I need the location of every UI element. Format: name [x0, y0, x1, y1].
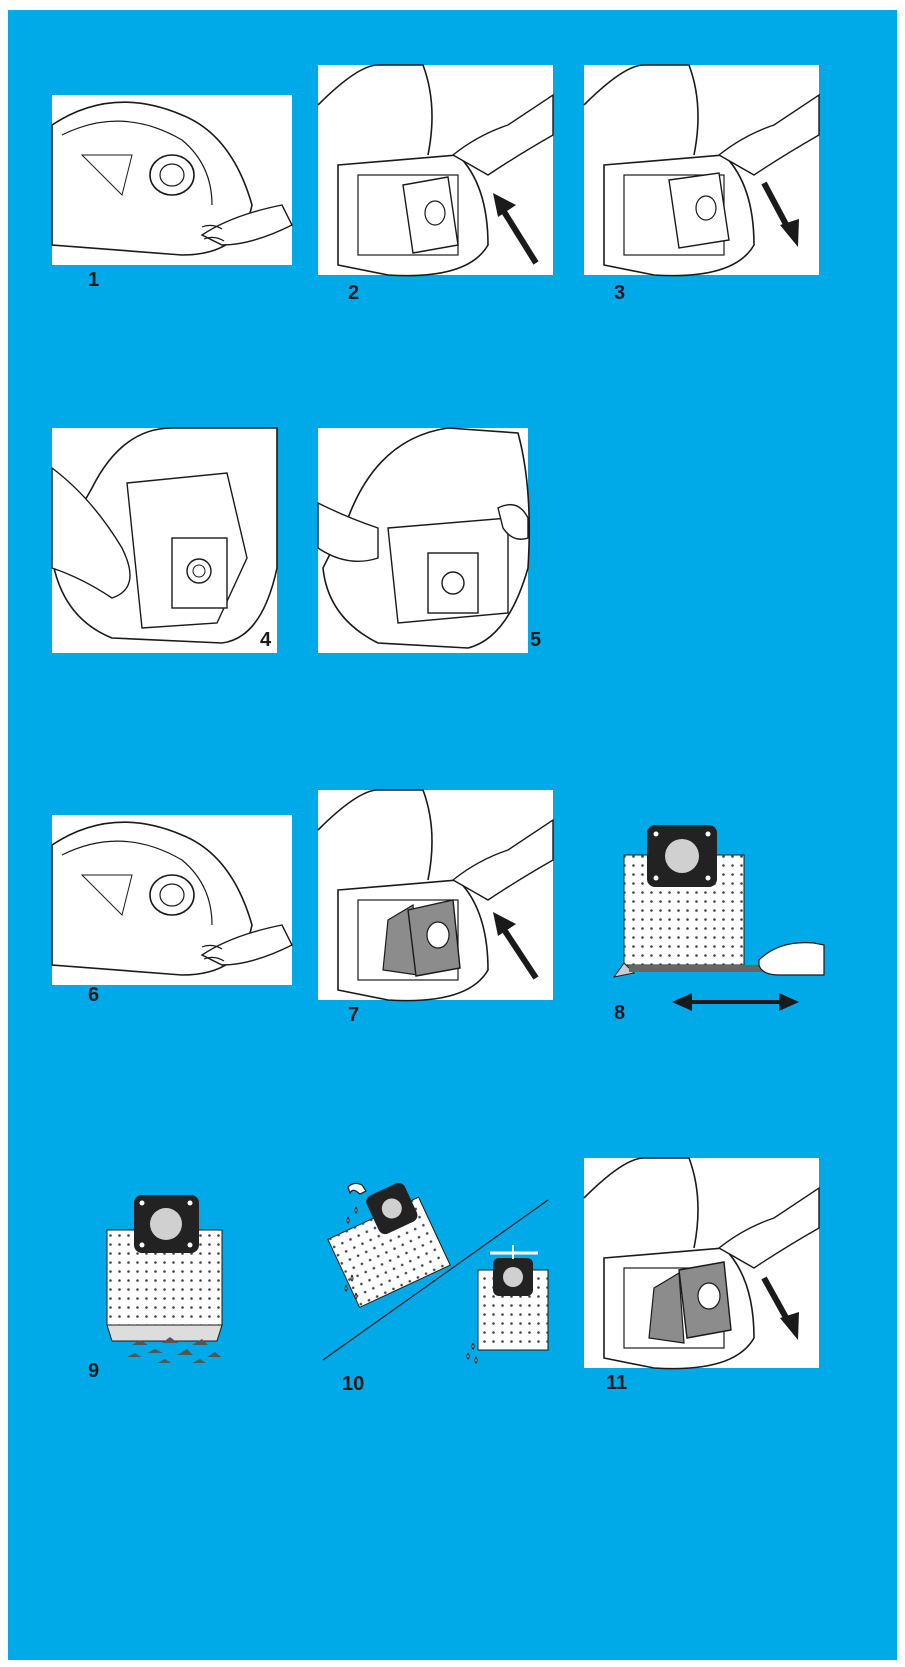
- position-bag-illustration: [318, 428, 568, 658]
- remove-reusable-bag-illustration: [584, 1158, 834, 1388]
- step-number: 4: [260, 630, 271, 650]
- step-2-panel: 2: [318, 65, 568, 295]
- step-number: 2: [348, 283, 359, 303]
- step-number: 6: [88, 985, 99, 1005]
- step-number: 3: [614, 283, 625, 303]
- empty-bag-illustration: [52, 1195, 302, 1425]
- step-number: 7: [348, 1005, 359, 1025]
- step-4-panel: 4: [52, 428, 302, 658]
- step-8-panel: 8: [584, 825, 834, 1055]
- step-5-panel: 5: [318, 428, 568, 658]
- vacuum-lift-holder-illustration: [318, 65, 568, 295]
- step-10-panel: 10: [318, 1175, 568, 1405]
- step-9-panel: 9: [52, 1195, 302, 1425]
- vacuum-remove-bag-illustration: [584, 65, 834, 295]
- insert-bag-holder-illustration: [52, 428, 302, 658]
- step-1-panel: 1: [52, 95, 302, 325]
- step-7-panel: 7: [318, 790, 568, 1020]
- step-number: 10: [342, 1374, 364, 1394]
- wash-and-dry-bag-illustration: [318, 1175, 568, 1405]
- step-6-panel: 6: [52, 815, 302, 1045]
- step-3-panel: 3: [584, 65, 834, 295]
- step-number: 1: [88, 270, 99, 290]
- step-number: 9: [88, 1361, 99, 1381]
- step-number: 11: [606, 1373, 627, 1393]
- step-number: 5: [530, 630, 541, 650]
- instruction-sheet: 1 2 3: [8, 10, 897, 1660]
- insert-reusable-bag-illustration: [318, 790, 568, 1020]
- step-11-panel: 11: [584, 1158, 834, 1388]
- step-number: 8: [614, 1003, 625, 1023]
- vacuum-open-latch-illustration: [52, 815, 302, 1045]
